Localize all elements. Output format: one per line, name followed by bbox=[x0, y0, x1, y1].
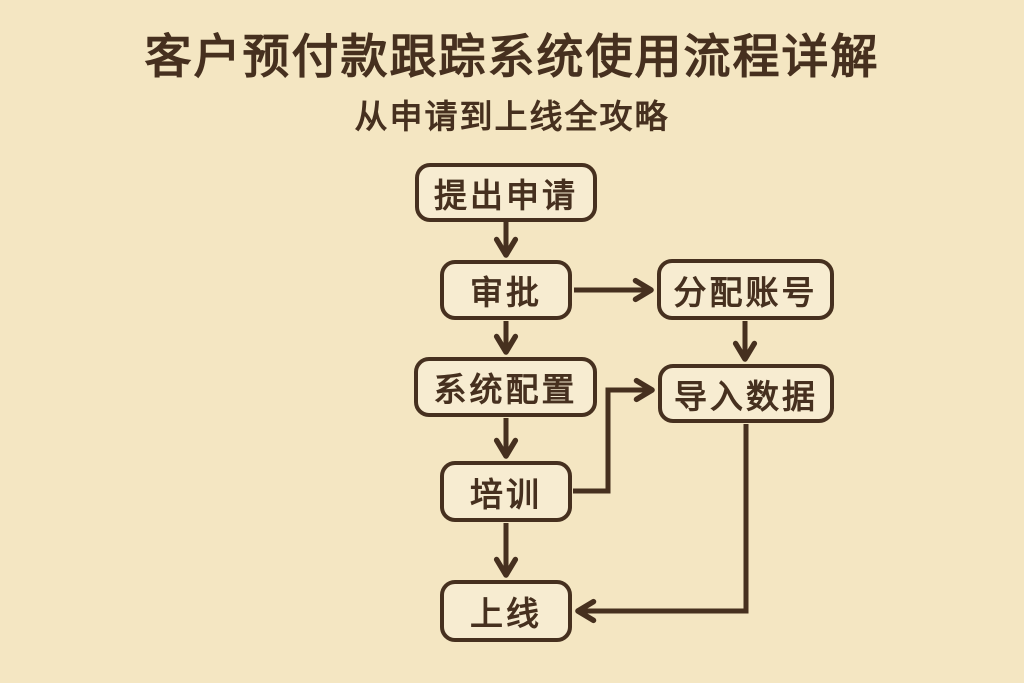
node-import-data: 导入数据 bbox=[658, 364, 834, 423]
node-approval: 审批 bbox=[440, 260, 572, 320]
node-system-config: 系统配置 bbox=[414, 357, 597, 417]
node-submit-application: 提出申请 bbox=[415, 163, 597, 222]
node-assign-account: 分配账号 bbox=[657, 259, 834, 320]
edge-import-golive bbox=[575, 424, 749, 624]
edge-training-import bbox=[573, 377, 655, 494]
page-title: 客户预付款跟踪系统使用流程详解 bbox=[144, 30, 880, 83]
page-subtitle: 从申请到上线全攻略 bbox=[354, 98, 670, 135]
node-training: 培训 bbox=[440, 461, 572, 522]
node-go-live: 上线 bbox=[440, 580, 572, 642]
